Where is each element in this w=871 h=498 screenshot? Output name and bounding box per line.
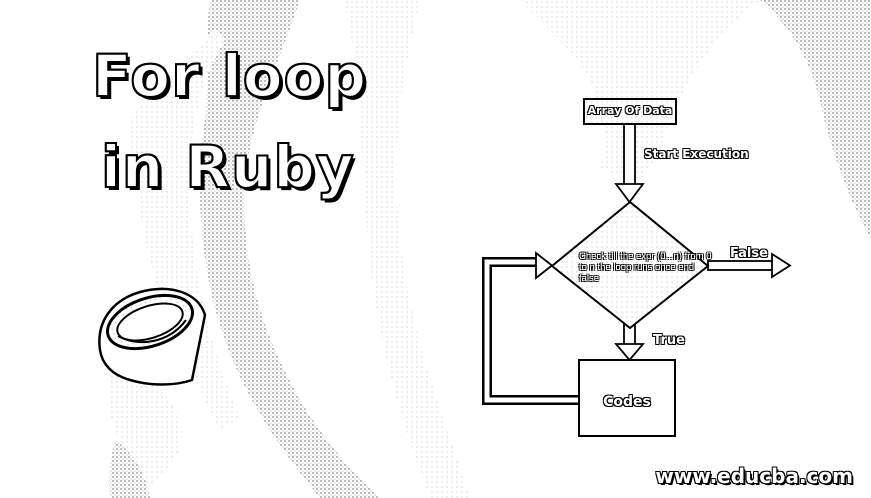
arrow-loop-back xyxy=(482,251,578,405)
footer-url[interactable]: www.educba.com xyxy=(655,464,853,488)
title-line-1: For loop xyxy=(91,42,368,110)
decision-diamond xyxy=(550,200,710,330)
ring-illustration xyxy=(98,287,207,386)
start-box-label: Array Of Data xyxy=(587,104,673,117)
true-label: True xyxy=(653,333,685,348)
start-execution-label: Start Execution xyxy=(644,147,749,161)
title-line-2: in Ruby xyxy=(100,133,355,201)
background-decoration xyxy=(109,0,871,498)
flowchart-connectors xyxy=(482,123,792,405)
start-box xyxy=(583,98,677,125)
codes-box-label: Codes xyxy=(603,394,651,410)
decision-condition-text: Check till the expr (0...n) from 0 to n … xyxy=(579,251,712,284)
codes-box xyxy=(578,359,676,437)
flowchart-shapes xyxy=(550,98,710,437)
false-label: False xyxy=(730,246,768,261)
